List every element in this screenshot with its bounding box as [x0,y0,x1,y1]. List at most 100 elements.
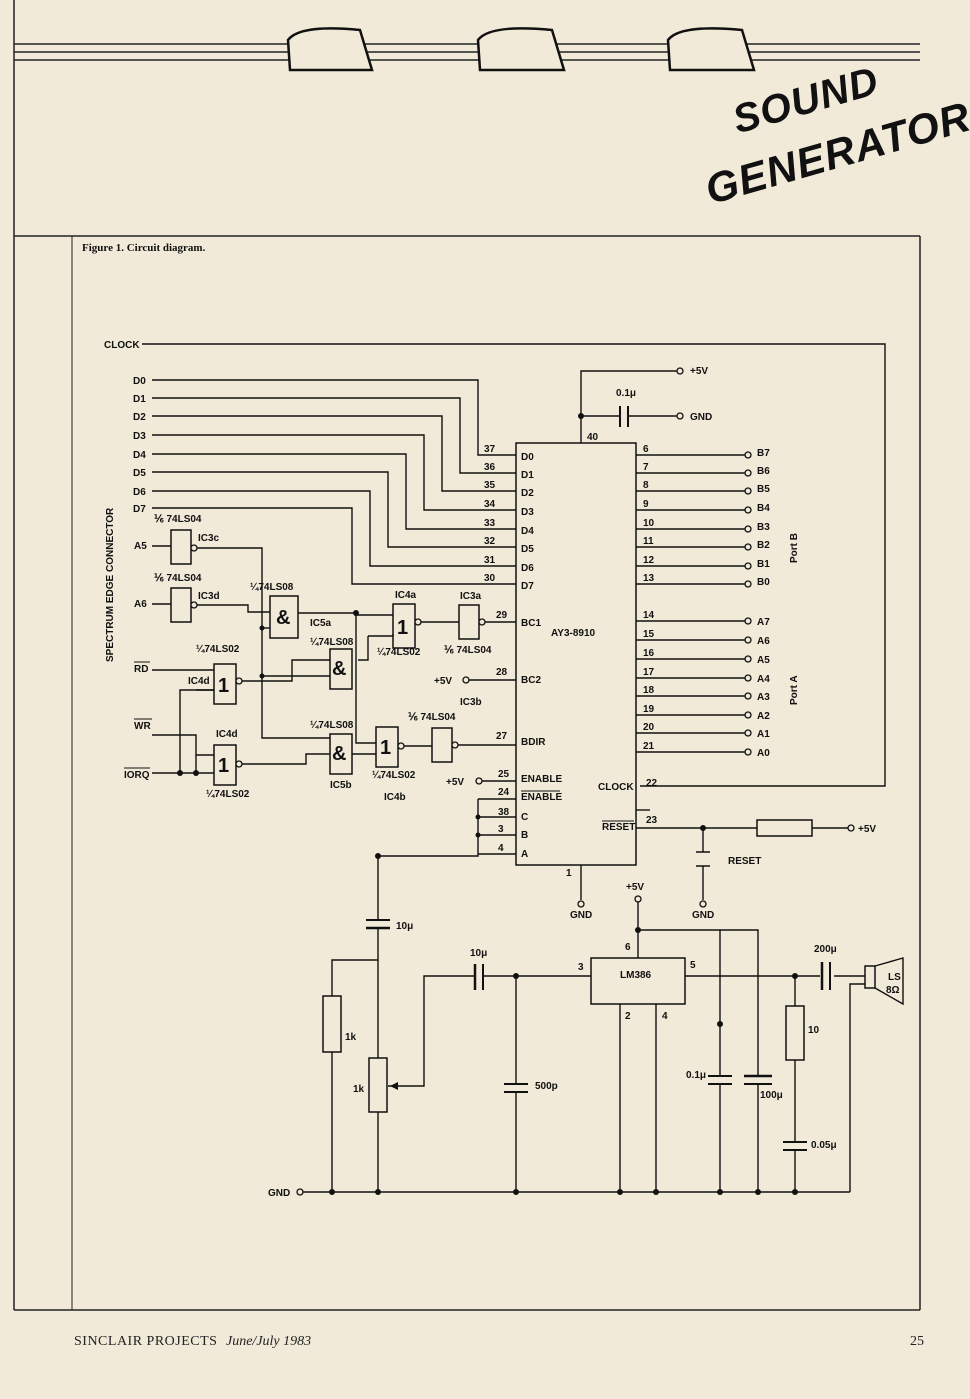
svg-text:D0: D0 [521,452,534,463]
c-10u-b-label: 10μ [470,948,487,959]
data-lines: D0 D1 D2 D3 D4 D5 D6 D7 [133,376,516,585]
binding-decoration [13,0,921,1311]
c-01u-label: 0.1μ [686,1070,706,1081]
chip-reset-label: RESET [602,822,635,833]
svg-text:IC3c: IC3c [198,533,220,544]
signal-d2: D2 [133,412,146,423]
figure-caption: Figure 1. Circuit diagram. [82,242,206,254]
svg-text:IC4b: IC4b [384,792,406,803]
svg-text:B7: B7 [757,448,770,459]
cap-top-label: 0.1μ [616,388,636,399]
ay3-8910-chip [515,442,637,866]
svg-text:GND: GND [690,412,712,423]
c-005u-label: 0.05μ [811,1140,837,1151]
footer-page-number: 25 [910,1334,924,1349]
c-200u-label: 200μ [814,944,837,955]
signal-d5: D5 [133,468,146,479]
svg-text:20: 20 [643,722,655,733]
svg-text:18: 18 [643,685,655,696]
svg-text:&: & [276,607,290,629]
footer-date: June/July 1983 [226,1334,312,1349]
svg-text:¼74LS08: ¼74LS08 [310,720,354,731]
signal-a5: A5 [134,541,147,552]
svg-text:LS: LS [888,972,901,983]
reset-resistor [756,819,813,837]
svg-text:A0: A0 [757,748,770,759]
svg-text:5: 5 [690,960,696,971]
svg-text:A3: A3 [757,692,770,703]
svg-text:D1: D1 [521,470,534,481]
svg-text:IC3d: IC3d [198,591,220,602]
svg-text:¼74LS08: ¼74LS08 [310,637,354,648]
svg-text:16: 16 [643,648,655,659]
svg-text:¼74LS02: ¼74LS02 [377,647,421,658]
svg-text:⅙ 74LS04: ⅙ 74LS04 [408,712,456,723]
svg-text:1: 1 [397,617,408,639]
gate-ic3a [458,604,480,640]
svg-text:1k: 1k [353,1084,365,1095]
c-500p-label: 500p [535,1081,558,1092]
svg-text:38: 38 [498,807,510,818]
svg-text:GND: GND [692,910,714,921]
chip-clock-label: CLOCK [598,782,634,793]
svg-text:14: 14 [643,610,655,621]
chip-name: AY3-8910 [551,628,596,639]
svg-text:24: 24 [498,787,510,798]
gate-and-mid [329,648,353,690]
signal-wr: WR [134,721,151,732]
gate-ic4d-1 [213,663,237,705]
gnd-bus-label: GND [268,1188,290,1199]
svg-text:17: 17 [643,667,655,678]
svg-text:15: 15 [643,629,655,640]
svg-text:11: 11 [643,536,654,547]
svg-text:28: 28 [496,667,508,678]
reset-switch-label: RESET [728,856,761,867]
svg-text:⅙ 74LS04: ⅙ 74LS04 [154,514,202,525]
svg-text:31: 31 [484,555,496,566]
svg-text:IC5b: IC5b [330,780,352,791]
svg-text:B0: B0 [757,577,770,588]
svg-text:7: 7 [643,462,649,473]
svg-text:⅙ 74LS04: ⅙ 74LS04 [154,573,202,584]
svg-text:+5V: +5V [626,882,644,893]
svg-text:30: 30 [484,573,496,584]
svg-text:8Ω: 8Ω [886,985,900,996]
wire-clock [142,343,886,787]
port-a-label: Port A [789,675,800,705]
svg-text:40: 40 [587,432,599,443]
svg-text:10: 10 [808,1025,820,1036]
resistor-10 [785,1005,805,1061]
svg-text:1k: 1k [345,1032,357,1043]
gate-ic5a [269,595,299,639]
signal-d3: D3 [133,431,146,442]
svg-text:D6: D6 [521,563,534,574]
svg-text:IC3b: IC3b [460,697,482,708]
svg-text:2: 2 [625,1011,631,1022]
footer-publication: SINCLAIR PROJECTS [74,1334,218,1349]
edge-connector-label: SPECTRUM EDGE CONNECTOR [105,507,116,662]
svg-text:9: 9 [643,499,649,510]
svg-text:25: 25 [498,769,510,780]
svg-text:4: 4 [662,1011,668,1022]
svg-text:8: 8 [643,480,649,491]
svg-text:IC5a: IC5a [310,618,332,629]
svg-text:A: A [521,849,528,860]
svg-text:IC4d: IC4d [216,729,238,740]
svg-text:D3: D3 [521,507,534,518]
svg-text:B6: B6 [757,466,770,477]
volume-pot [368,1057,388,1113]
signal-d7: D7 [133,504,146,515]
svg-text:12: 12 [643,555,655,566]
svg-text:3: 3 [498,824,504,835]
svg-text:&: & [332,658,346,680]
svg-text:35: 35 [484,480,496,491]
svg-text:23: 23 [646,815,658,826]
svg-text:LM386: LM386 [620,970,652,981]
svg-text:+5V: +5V [690,366,708,377]
svg-text:6: 6 [643,444,649,455]
svg-text:B5: B5 [757,484,770,495]
svg-text:D5: D5 [521,544,534,555]
svg-text:A7: A7 [757,617,770,628]
